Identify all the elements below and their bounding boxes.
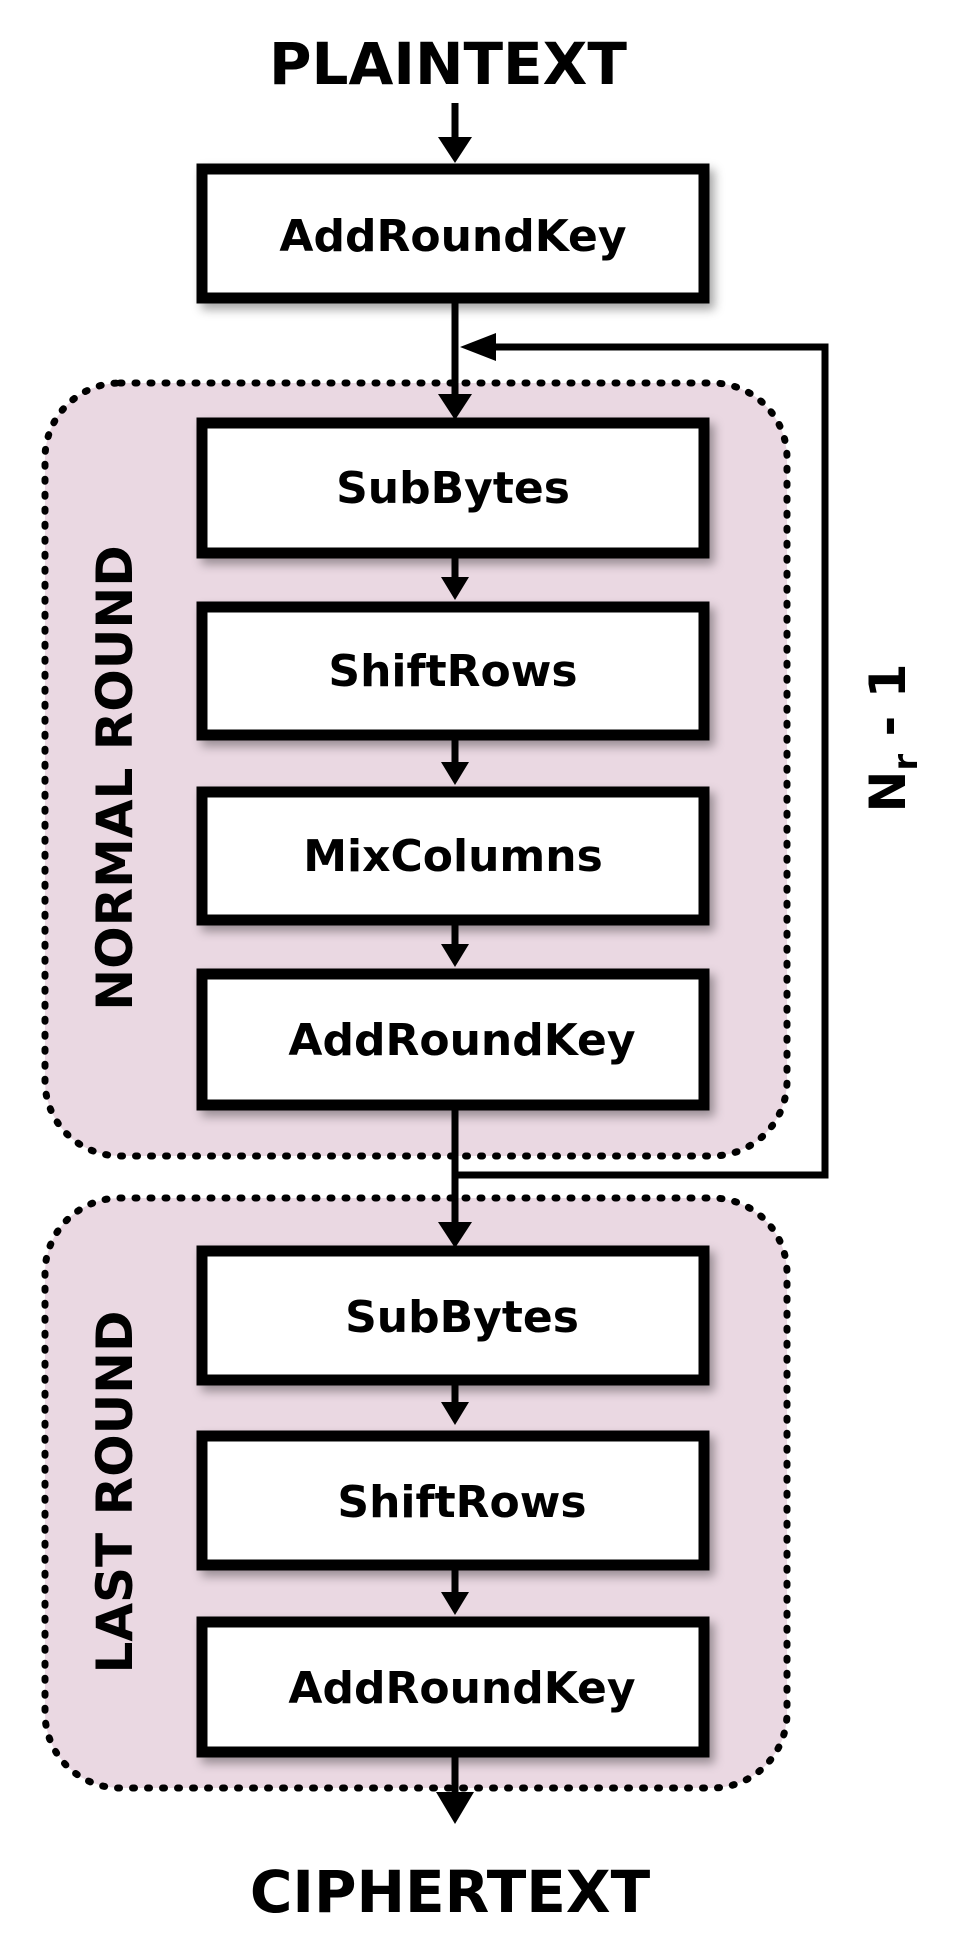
arrowhead-down-icon bbox=[441, 944, 469, 967]
arrowhead-down-icon bbox=[438, 137, 472, 163]
box-label: AddRoundKey bbox=[288, 1663, 635, 1714]
normal-round-shiftrows-box: ShiftRows bbox=[196, 601, 710, 741]
last-round-shiftrows-box: ShiftRows bbox=[196, 1430, 710, 1571]
box-label: SubBytes bbox=[336, 463, 570, 514]
arrowhead-down-icon bbox=[438, 394, 472, 420]
initial-addroundkey-box: AddRoundKey bbox=[196, 163, 710, 304]
normal-round-subbytes-box: SubBytes bbox=[196, 417, 710, 559]
arrowhead-down-icon bbox=[436, 1792, 474, 1824]
box-label: AddRoundKey bbox=[288, 1015, 635, 1066]
round-count-subscript: r bbox=[886, 754, 926, 771]
box-label: AddRoundKey bbox=[279, 211, 626, 262]
arrowhead-down-icon bbox=[441, 1592, 469, 1615]
arrowhead-down-icon bbox=[441, 762, 469, 785]
arrowhead-down-icon bbox=[441, 1402, 469, 1425]
normal-round-region bbox=[41, 379, 791, 1160]
arrowhead-down-icon bbox=[438, 1222, 472, 1248]
last-round-label: LAST ROUND bbox=[86, 1310, 144, 1673]
round-count-symbol: N bbox=[859, 771, 917, 813]
box-label: SubBytes bbox=[345, 1292, 579, 1343]
arrowhead-down-icon bbox=[441, 577, 469, 600]
round-loop-back-line bbox=[455, 343, 829, 1179]
round-count-suffix: - 1 bbox=[859, 664, 917, 754]
ciphertext-label: CIPHERTEXT bbox=[250, 1858, 651, 1926]
arrowhead-left-icon bbox=[460, 333, 496, 361]
normal-round-addroundkey-box: AddRoundKey bbox=[196, 968, 710, 1111]
box-label: ShiftRows bbox=[328, 646, 577, 697]
plaintext-label: PLAINTEXT bbox=[269, 30, 627, 98]
normal-round-mixcolumns-box: MixColumns bbox=[196, 786, 710, 926]
last-round-subbytes-box: SubBytes bbox=[196, 1245, 710, 1386]
box-label: ShiftRows bbox=[337, 1477, 586, 1528]
box-label: MixColumns bbox=[303, 831, 603, 882]
arrowheads bbox=[436, 137, 496, 1824]
round-count-label: Nr - 1 bbox=[859, 664, 926, 813]
normal-round-label: NORMAL ROUND bbox=[86, 545, 144, 1011]
last-round-addroundkey-box: AddRoundKey bbox=[196, 1616, 710, 1758]
